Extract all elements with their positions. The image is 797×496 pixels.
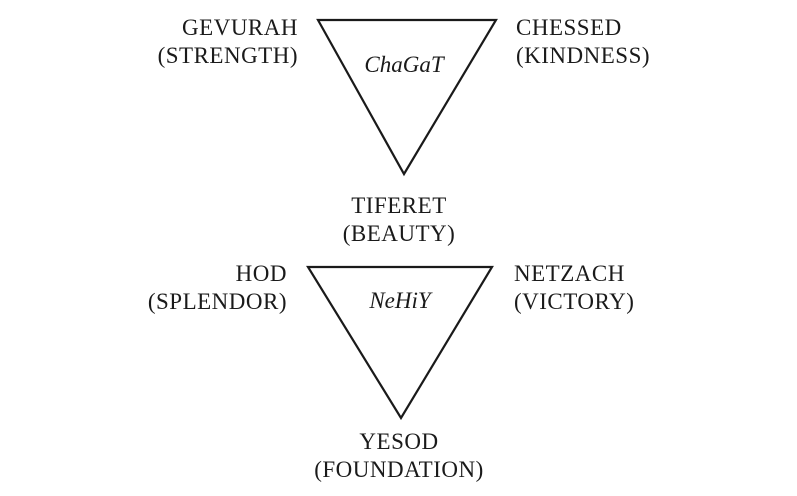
chessed-meaning: (KINDNESS) bbox=[516, 43, 651, 68]
yesod-label: YESOD (FOUNDATION) bbox=[290, 428, 508, 484]
hod-label: HOD (SPLENDOR) bbox=[148, 260, 287, 316]
tiferet-meaning: (BEAUTY) bbox=[342, 221, 456, 246]
tiferet-name: TIFERET bbox=[351, 193, 447, 218]
netzach-label: NETZACH (VICTORY) bbox=[514, 260, 634, 316]
netzach-name: NETZACH bbox=[514, 261, 625, 286]
upper-triad-label: ChaGaT bbox=[364, 52, 444, 77]
yesod-meaning: (FOUNDATION) bbox=[314, 457, 484, 482]
tiferet-label: TIFERET (BEAUTY) bbox=[300, 192, 498, 248]
upper-triangle bbox=[316, 18, 498, 177]
yesod-name: YESOD bbox=[359, 429, 439, 454]
chessed-label: CHESSED (KINDNESS) bbox=[516, 14, 650, 70]
lower-triangle bbox=[306, 265, 494, 421]
netzach-meaning: (VICTORY) bbox=[514, 289, 635, 314]
lower-triad-label: NeHiY bbox=[369, 288, 431, 313]
hod-meaning: (SPLENDOR) bbox=[147, 289, 287, 314]
hod-name: HOD bbox=[235, 261, 287, 286]
gevurah-meaning: (STRENGTH) bbox=[157, 43, 298, 68]
gevurah-name: GEVURAH bbox=[182, 15, 298, 40]
gevurah-label: GEVURAH (STRENGTH) bbox=[158, 14, 298, 70]
chessed-name: CHESSED bbox=[516, 15, 622, 40]
